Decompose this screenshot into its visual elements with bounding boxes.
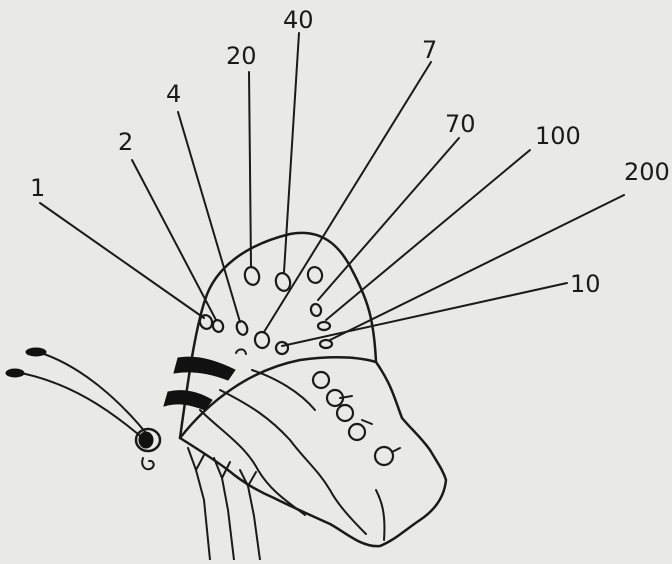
label-1: 1: [30, 174, 45, 202]
label-70: 70: [445, 110, 476, 138]
spot-7: [254, 331, 271, 349]
leader-20: [249, 72, 251, 266]
spot-200: [320, 340, 332, 348]
label-100: 100: [535, 122, 581, 150]
label-2: 2: [118, 128, 133, 156]
forewing: [164, 233, 376, 438]
label-20: 20: [226, 42, 257, 70]
hindwing-spot-4: [349, 424, 365, 440]
label-7: 7: [422, 36, 437, 64]
labels: 1 2 4 20 40 7 70 100 200 10: [30, 6, 670, 298]
legs: [188, 448, 260, 560]
spot-100: [318, 322, 330, 330]
wing-base-band-lower: [164, 391, 212, 410]
spot-4: [235, 320, 249, 337]
leader-200: [330, 195, 624, 340]
leader-1: [40, 203, 204, 318]
spot-40b: [306, 265, 324, 284]
eye: [139, 432, 153, 448]
leader-lines: [40, 33, 624, 346]
antennae: [6, 348, 150, 440]
spot-70: [310, 303, 323, 317]
antenna-club-upper: [26, 348, 46, 356]
spot-20: [243, 265, 261, 286]
leader-40: [284, 33, 299, 272]
label-10: 10: [570, 270, 601, 298]
hindwing-spot-1: [313, 372, 329, 388]
antenna-club-lower: [6, 369, 24, 377]
hindwing-spot-5: [375, 447, 393, 465]
hindwing-spot-3: [337, 405, 353, 421]
label-4: 4: [166, 80, 181, 108]
forewing-spots: [198, 265, 332, 354]
spot-7b: [275, 341, 289, 355]
spot-2: [211, 319, 225, 334]
leader-100: [326, 150, 530, 320]
hindwing: [180, 362, 446, 546]
label-200: 200: [624, 158, 670, 186]
leader-70: [318, 138, 459, 300]
label-40: 40: [283, 6, 314, 34]
spot-4b: [236, 349, 246, 354]
hindwing-spots: [313, 372, 400, 465]
wing-base-band-upper: [174, 357, 235, 380]
